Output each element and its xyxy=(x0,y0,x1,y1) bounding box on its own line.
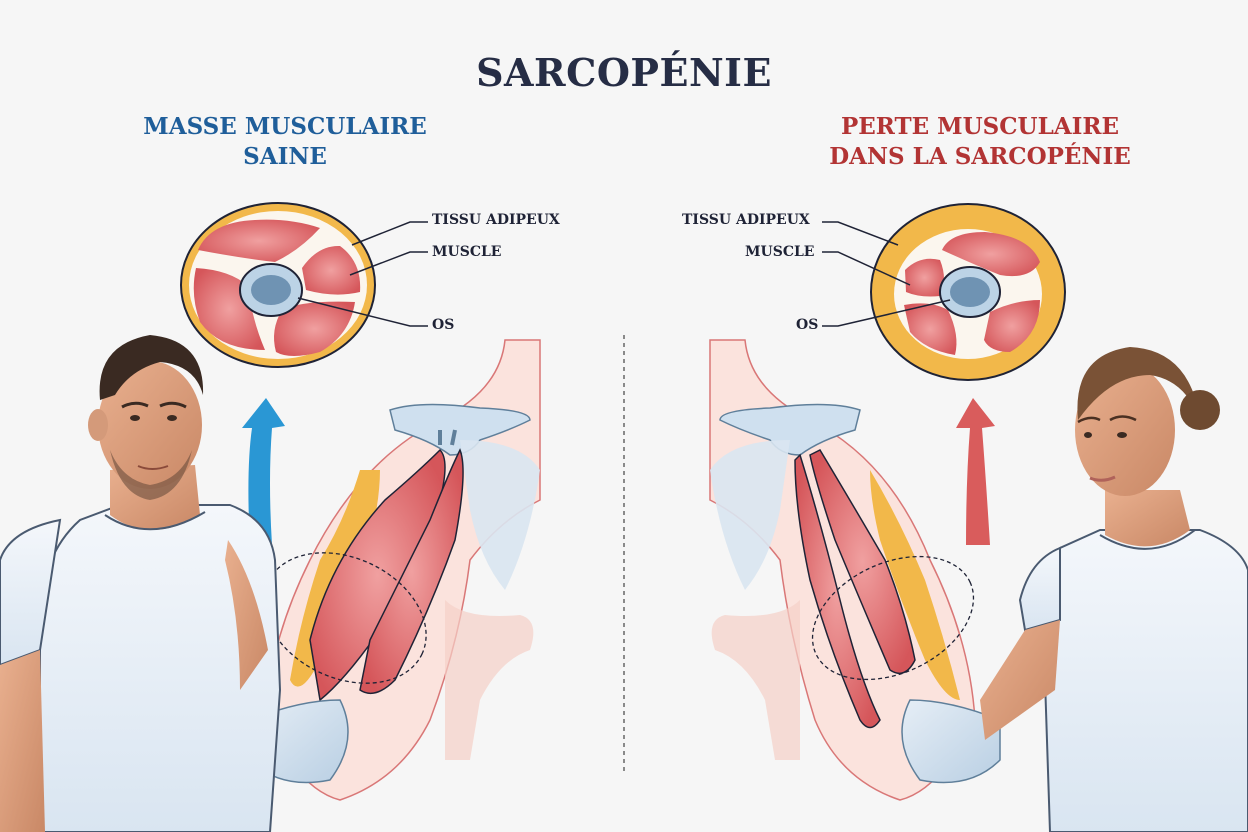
right-label-muscle: MUSCLE xyxy=(745,244,815,260)
right-label-bone: OS xyxy=(796,317,819,333)
left-label-fat: TISSU ADIPEUX xyxy=(432,212,560,228)
right-label-fat: TISSU ADIPEUX xyxy=(682,212,810,228)
healthy-up-arrow xyxy=(242,398,285,545)
woman-figure xyxy=(980,347,1248,832)
healthy-muscle-heading: MASSE MUSCULAIRE SAINE xyxy=(110,112,460,172)
sarcopenia-arm-anatomy xyxy=(709,339,1001,801)
sarcopenia-heading: PERTE MUSCULAIRE DANS LA SARCOPÉNIE xyxy=(790,112,1170,172)
man-figure xyxy=(0,335,282,832)
page-title: SARCOPÉNIE xyxy=(476,50,772,95)
sarcopenia-heading-line2: DANS LA SARCOPÉNIE xyxy=(829,143,1131,170)
left-label-muscle: MUSCLE xyxy=(432,244,502,260)
sarcopenia-heading-line1: PERTE MUSCULAIRE xyxy=(840,113,1120,140)
healthy-cross-section xyxy=(180,202,428,368)
left-label-bone: OS xyxy=(432,317,455,333)
healthy-heading-line2: SAINE xyxy=(243,143,327,170)
healthy-arm-anatomy xyxy=(249,339,541,801)
healthy-heading-line1: MASSE MUSCULAIRE xyxy=(143,113,427,140)
sarcopenia-cross-section xyxy=(822,203,1066,381)
sarcopenia-up-arrow xyxy=(956,398,995,545)
